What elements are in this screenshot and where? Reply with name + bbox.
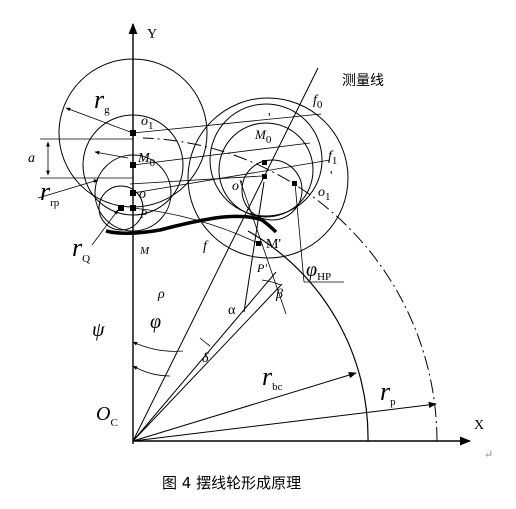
delta-label: δ: [202, 351, 209, 366]
m0-link: [132, 142, 311, 166]
point-o1: [130, 130, 136, 136]
rg-label: rg: [94, 85, 110, 116]
point-o: [130, 190, 136, 196]
rp-arrow: [132, 401, 437, 442]
o1-link: [132, 113, 322, 134]
o-label: o: [139, 187, 146, 202]
delta-arc: [199, 337, 211, 347]
mp-label: M': [266, 237, 281, 252]
point-q: [118, 205, 124, 211]
rg-arrow: [65, 107, 134, 134]
point-o1p: [292, 181, 297, 186]
m0-label: M0: [137, 151, 156, 169]
circle-pp: [241, 159, 303, 221]
point-m0p: [262, 160, 267, 165]
circle-op: [187, 97, 349, 259]
m0p-label: M0: [254, 127, 272, 146]
op-label: o': [232, 179, 243, 194]
tangent-line: [243, 181, 265, 313]
base-circle-arc: [247, 230, 369, 442]
o1p-prime: ': [330, 169, 333, 184]
rbc-arrow: [132, 372, 357, 442]
phi-hp-leader: [294, 182, 305, 283]
rq-arrow: [91, 209, 119, 246]
figure-caption: 图 4 摆线轮形成原理: [162, 474, 301, 492]
y-axis-label: Y: [147, 27, 157, 42]
phi-arc: [132, 365, 171, 377]
point-mp: [256, 241, 261, 246]
circle-o1p: [209, 103, 323, 217]
point-m0: [130, 162, 136, 168]
f1-label: f1: [328, 149, 337, 167]
o-link: [132, 159, 331, 194]
measure-line: [132, 67, 319, 442]
o1p-label: o1: [318, 185, 331, 203]
m0p-prime: ': [268, 111, 271, 126]
o1-label: o1: [141, 114, 154, 132]
beta-label: β: [275, 287, 283, 302]
rho-line: [132, 283, 283, 442]
rp-label: rp: [380, 377, 396, 408]
phi-label: φ: [150, 311, 161, 333]
normal-line: [239, 179, 287, 315]
delta-line: [132, 271, 277, 442]
circle-m0: [82, 114, 184, 216]
circle-rq: [98, 185, 144, 231]
point-p: [130, 205, 136, 211]
f-label: f: [203, 239, 209, 254]
p-label: P: [139, 207, 148, 221]
alpha-label: α: [228, 303, 236, 318]
m-label: M: [139, 245, 150, 257]
pp-label: P': [256, 261, 267, 275]
measure-line-label: 测量线: [342, 73, 384, 89]
circle-rrp: [94, 154, 172, 232]
rq-label: rQ: [72, 233, 90, 265]
psi-arc: [132, 341, 184, 352]
f0-label: f0: [313, 93, 323, 111]
oc-label: OC: [96, 403, 118, 429]
beta-arc: [261, 279, 282, 286]
psi-label: ψ: [92, 319, 105, 341]
paragraph-mark: ↵: [484, 449, 493, 461]
rrp-label: rrp: [40, 177, 60, 209]
a-label: a: [28, 151, 35, 166]
m0-arrow: [94, 150, 129, 159]
phi-hp-label: φHP: [306, 259, 331, 283]
circle-m0p: [218, 122, 314, 218]
f-path: [132, 207, 263, 246]
o-curve: [129, 175, 263, 185]
x-axis-label: X: [474, 418, 484, 433]
rho-label: ρ: [157, 287, 165, 302]
rrp-arrow: [37, 179, 99, 199]
point-op: [262, 174, 267, 179]
profile-curve: [105, 214, 278, 235]
rbc-label: rbc: [262, 362, 283, 393]
